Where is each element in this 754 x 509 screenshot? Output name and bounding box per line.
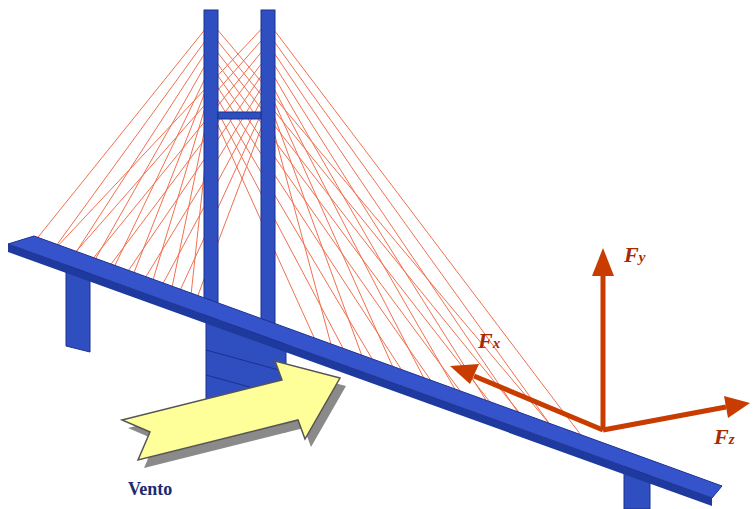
stay-cable <box>268 44 526 424</box>
wind-label: Vento <box>128 480 172 498</box>
stay-cable <box>90 55 211 269</box>
stay-cable <box>70 44 211 261</box>
arrowhead <box>724 396 750 418</box>
stay-cable <box>268 110 334 356</box>
arrowhead <box>450 364 479 384</box>
deck-side <box>8 244 712 506</box>
tower-leg <box>261 10 275 340</box>
force-arrow-y <box>601 272 606 430</box>
stay-cable <box>130 77 211 283</box>
tower-crossbeam <box>218 112 261 119</box>
stay-cable <box>30 22 211 247</box>
deck-top <box>8 236 722 498</box>
wind-arrow <box>122 361 340 460</box>
force-label: Fy <box>624 244 645 266</box>
stay-cable <box>176 99 268 299</box>
stay-cable <box>150 88 211 290</box>
pier-line <box>206 350 286 372</box>
force-arrows <box>474 272 726 430</box>
arrowhead <box>592 248 614 276</box>
stay-cable <box>68 33 268 261</box>
tower-leg <box>204 10 218 320</box>
force-arrow-x <box>474 376 603 430</box>
force-arrow-z <box>603 407 726 430</box>
stay-cable <box>50 22 268 254</box>
stay-cable <box>268 55 494 413</box>
force-label: Fx <box>478 330 500 352</box>
force-label: Fz <box>714 426 735 448</box>
